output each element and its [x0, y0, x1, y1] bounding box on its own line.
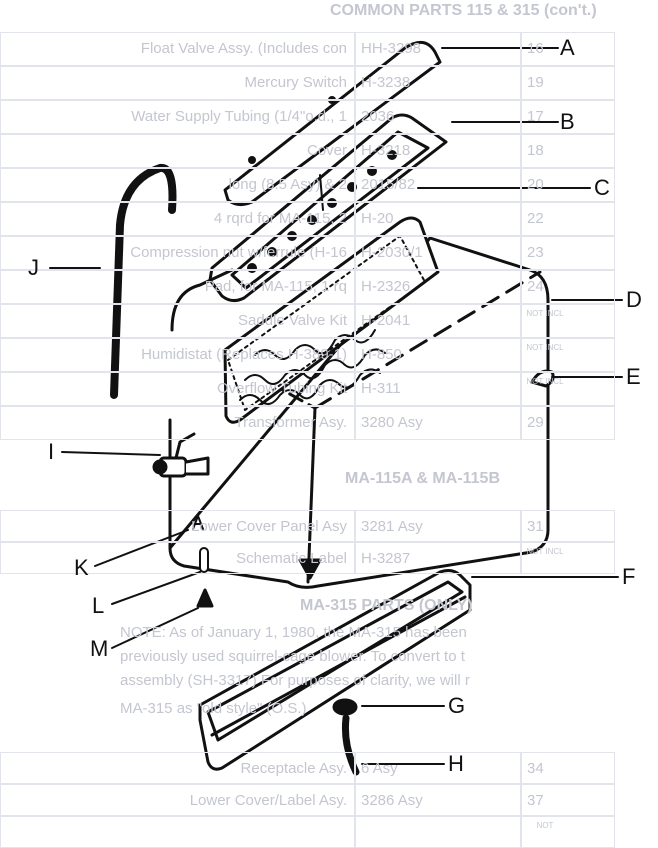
- part-l-cylinder: [199, 547, 209, 573]
- screw-hole: [248, 156, 256, 164]
- label-f: F: [622, 564, 636, 589]
- part-e-tab: [530, 369, 555, 388]
- part-m-cap: [196, 588, 214, 608]
- leader-lines: [49, 47, 623, 765]
- label-m: M: [90, 636, 109, 661]
- label-k: K: [74, 555, 89, 580]
- part-g-cap: [332, 698, 358, 716]
- screw-hole: [328, 96, 336, 104]
- label-e: E: [626, 364, 641, 389]
- part-k-mark: [192, 515, 204, 530]
- label-i: I: [48, 439, 55, 464]
- part-a-cover: [223, 40, 442, 207]
- label-h: H: [448, 751, 464, 776]
- label-j: J: [28, 255, 39, 280]
- label-g: G: [448, 693, 466, 718]
- label-d: D: [626, 287, 642, 312]
- label-b: B: [560, 109, 575, 134]
- part-j-tube: [110, 164, 177, 399]
- part-i-valve: [152, 432, 210, 478]
- label-a: A: [560, 35, 575, 60]
- label-c: C: [594, 175, 610, 200]
- part-d-housing: [168, 236, 550, 589]
- label-l: L: [92, 593, 105, 618]
- part-h-tube: [342, 714, 360, 776]
